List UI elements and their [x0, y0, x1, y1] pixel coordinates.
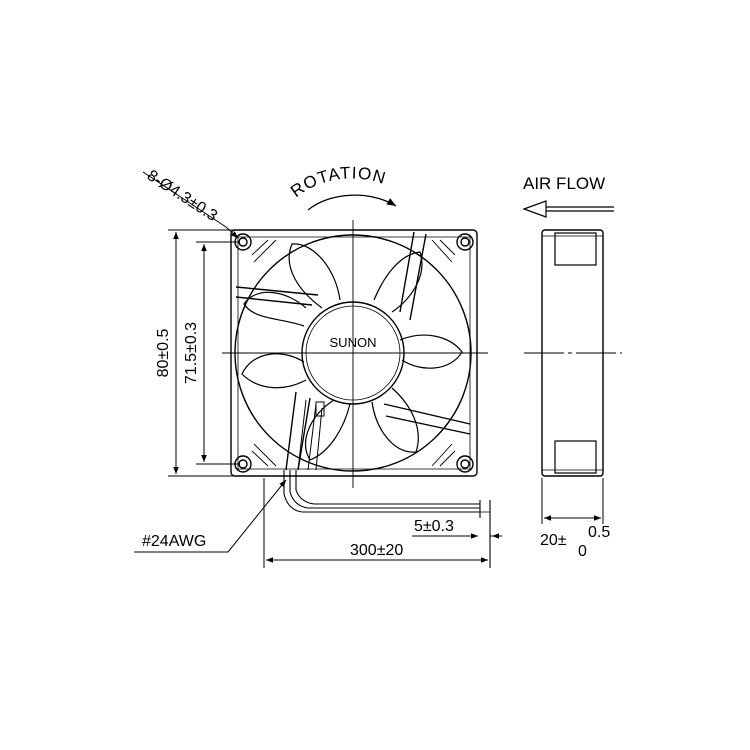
- height-dimensions: [168, 229, 240, 477]
- center-lines: [222, 220, 622, 488]
- rotation-arrow: [307, 194, 397, 211]
- airflow-arrow: [522, 200, 614, 218]
- brand-label: SUNON: [330, 335, 377, 350]
- depth-base-label: 20±: [540, 532, 567, 549]
- height-outer-label: 80±0.5: [155, 328, 172, 377]
- strip-length-label: 5±0.3: [414, 518, 454, 535]
- height-inner-label: 71.5±0.3: [183, 322, 200, 384]
- awg-leader: [134, 479, 287, 553]
- airflow-label: AIR FLOW: [523, 174, 605, 193]
- fan-blades: [241, 243, 463, 461]
- side-view: [541, 229, 604, 477]
- wire-gauge-label: #24AWG: [142, 533, 206, 550]
- holes-label: 8-Ø4.3±0.3: [144, 167, 220, 225]
- rotation-label: ROTATION: [287, 163, 388, 201]
- fan-side-body: [541, 229, 604, 477]
- lead-length-label: 300±20: [350, 542, 403, 559]
- holes-leader: [142, 171, 239, 239]
- lead-wires: [283, 470, 491, 568]
- frame-struts: [235, 231, 471, 471]
- lead-dimension: [263, 478, 488, 568]
- depth-plus-label: 0.5: [588, 524, 610, 541]
- depth-minus-label: 0: [578, 543, 587, 560]
- depth-dimension: [541, 478, 604, 524]
